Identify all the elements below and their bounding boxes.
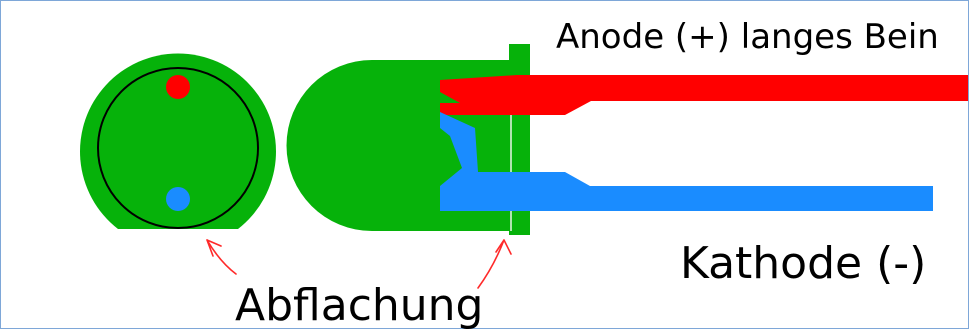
arrow-to-side-flat — [477, 239, 512, 289]
led-top-body — [80, 53, 277, 230]
anode-dot — [166, 75, 190, 99]
led-top-outline — [97, 67, 259, 229]
flat-label: Abflachung — [235, 280, 484, 331]
cathode-dot — [166, 187, 190, 211]
cathode-label: Kathode (-) — [680, 238, 926, 289]
flat-pointer-arrows — [206, 239, 512, 289]
anode-label: Anode (+) langes Bein — [556, 17, 939, 57]
anode-lead — [440, 75, 968, 115]
led-side-view — [286, 44, 968, 235]
led-top-view — [80, 53, 277, 230]
cathode-lead — [440, 112, 933, 211]
arrow-to-top-flat — [206, 239, 237, 275]
